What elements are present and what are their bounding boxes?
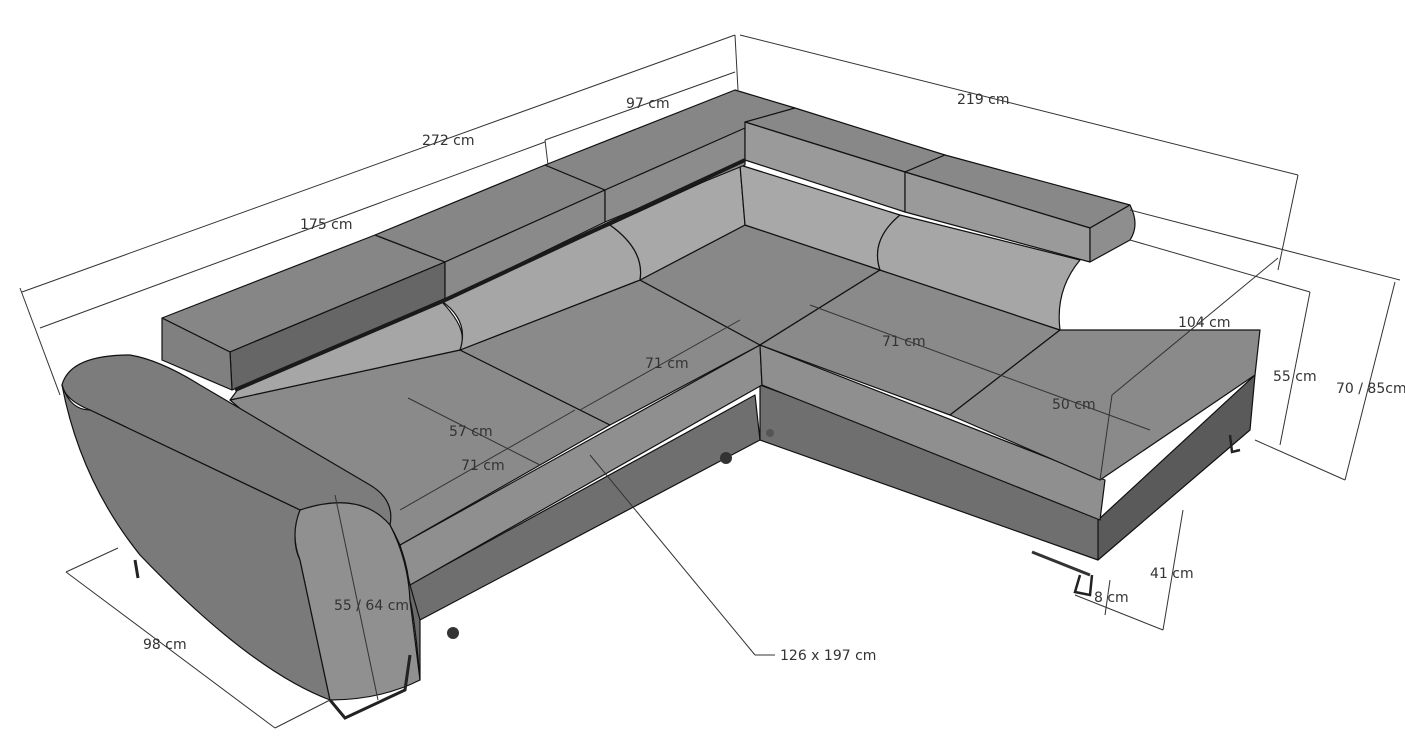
label-seat-width-left: 71 cm [461,458,505,474]
leg-chaise-front [1073,574,1094,597]
leg-chaise-side [1228,434,1241,454]
chaise-top [949,329,1261,481]
label-total-length-right: 219 cm [957,92,1010,108]
label-seat-width-corner: 71 cm [882,334,926,350]
label-chaise-depth: 50 cm [1052,397,1096,413]
headrest-left-end [161,317,233,391]
back-cushion-corner [609,164,746,281]
leg-front-left [328,654,412,720]
corner-sofa [61,89,1261,720]
leg-chaise-plate [1031,550,1091,577]
label-seat-depth: 57 cm [449,424,493,440]
label-back-height-low: 55 cm [1273,369,1317,385]
label-backrest-section: 97 cm [626,96,670,112]
back-cushion-right [876,214,1081,331]
back-gap-line [234,158,746,392]
headrest-corner-front [604,127,746,223]
wheel-center [720,452,732,464]
armrest-inner [389,524,421,681]
armrest-outer-side [61,384,331,701]
leg-back-left [133,559,140,579]
label-back-height-high: 70 / 85cm [1336,381,1405,397]
label-leg-height: 8 cm [1094,590,1129,606]
label-total-length-left: 272 cm [422,133,475,149]
label-chaise-length: 104 cm [1178,315,1231,331]
dimension-lines [19,34,1401,729]
label-sleeping-area: 126 x 197 cm [780,648,876,664]
label-seat-height: 41 cm [1150,566,1194,582]
chaise-side-base [1097,374,1256,561]
label-seat-width-center: 71 cm [645,356,689,372]
right-seat-rail [759,344,1106,521]
label-armrest-depth: 98 cm [143,637,187,653]
label-arm-height: 55 / 64 cm [334,598,409,614]
dimension-labels: 272 cm 97 cm 175 cm 219 cm 104 cm 55 cm … [143,92,1405,664]
wheel-corner [766,429,774,437]
wheel-left [447,627,459,639]
label-sofa-length: 175 cm [300,217,353,233]
